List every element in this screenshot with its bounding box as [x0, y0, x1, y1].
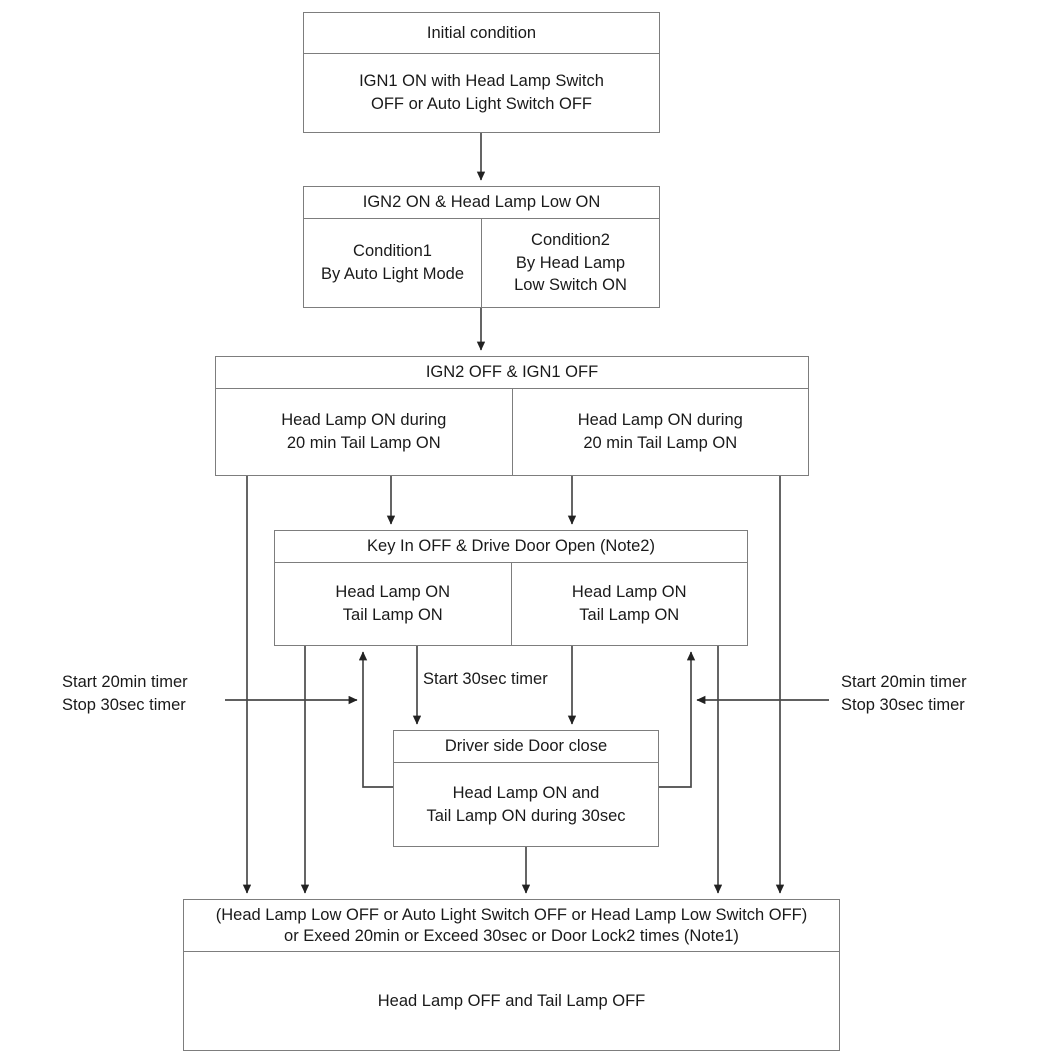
- node-driver-door-close: Driver side Door close Head Lamp ON and …: [393, 730, 659, 847]
- edge-doorclose-right-return: [659, 651, 696, 788]
- node-body: Head Lamp ON and Tail Lamp ON during 30s…: [394, 763, 658, 846]
- cell-line: Head Lamp ON: [335, 583, 451, 602]
- cell-line: 20 min Tail Lamp ON: [286, 434, 441, 452]
- cell-line: Head Lamp ON during: [281, 411, 447, 430]
- cell-line: OFF or Auto Light Switch OFF: [371, 95, 592, 113]
- header-line: or Exeed 20min or Exceed 30sec or Door L…: [284, 926, 739, 945]
- node-ign2-on: IGN2 ON & Head Lamp Low ON Condition1 By…: [303, 186, 660, 308]
- header-line: (Head Lamp Low OFF or Auto Light Switch …: [215, 905, 808, 924]
- node-body: Head Lamp OFF and Tail Lamp OFF: [184, 952, 839, 1050]
- cell-line: Head Lamp ON: [571, 583, 687, 602]
- node-key-in-off: Key In OFF & Drive Door Open (Note2) Hea…: [274, 530, 748, 646]
- node-header: (Head Lamp Low OFF or Auto Light Switch …: [184, 900, 839, 952]
- cell-line: Head Lamp OFF and Tail Lamp OFF: [377, 991, 646, 1010]
- cell-line: Tail Lamp ON: [579, 606, 680, 624]
- cell-line: 20 min Tail Lamp ON: [583, 434, 738, 452]
- node-cell: Head Lamp ON and Tail Lamp ON during 30s…: [394, 763, 658, 846]
- annotation-line: Start 20min timer: [62, 673, 188, 691]
- cell-line: Condition2: [531, 230, 610, 249]
- node-cell: Head Lamp OFF and Tail Lamp OFF: [184, 952, 839, 1050]
- node-header: Initial condition: [304, 13, 659, 54]
- cell-line: Low Switch ON: [514, 276, 627, 295]
- cell-line: Head Lamp ON and: [452, 783, 600, 802]
- node-cell-left: Head Lamp ON during 20 min Tail Lamp ON: [216, 389, 512, 475]
- node-ign2-off: IGN2 OFF & IGN1 OFF Head Lamp ON during …: [215, 356, 809, 476]
- node-body: Head Lamp ON Tail Lamp ON Head Lamp ON T…: [275, 563, 747, 645]
- node-cell: IGN1 ON with Head Lamp Switch OFF or Aut…: [304, 54, 659, 132]
- annotation-line: Stop 30sec timer: [62, 696, 186, 715]
- cell-line: By Auto Light Mode: [320, 265, 465, 283]
- node-header: IGN2 OFF & IGN1 OFF: [216, 357, 808, 389]
- node-initial-condition: Initial condition IGN1 ON with Head Lamp…: [303, 12, 660, 133]
- annotation-line: Stop 30sec timer: [841, 696, 965, 715]
- node-lamps-off: (Head Lamp Low OFF or Auto Light Switch …: [183, 899, 840, 1051]
- node-header: IGN2 ON & Head Lamp Low ON: [304, 187, 659, 219]
- node-cell-right: Head Lamp ON during 20 min Tail Lamp ON: [511, 389, 809, 475]
- node-cell-right: Head Lamp ON Tail Lamp ON: [510, 563, 748, 645]
- cell-line: Condition1: [353, 242, 432, 261]
- node-body: Condition1 By Auto Light Mode Condition2…: [304, 219, 659, 307]
- cell-line: Tail Lamp ON during 30sec: [426, 806, 626, 825]
- annotation-left-timer: Start 20min timer Stop 30sec timer: [62, 671, 188, 718]
- node-body: Head Lamp ON during 20 min Tail Lamp ON …: [216, 389, 808, 475]
- node-header: Key In OFF & Drive Door Open (Note2): [275, 531, 747, 563]
- node-header: Driver side Door close: [394, 731, 658, 763]
- annotation-right-timer: Start 20min timer Stop 30sec timer: [841, 671, 967, 718]
- annotation-line: Start 20min timer: [841, 673, 967, 691]
- cell-line: By Head Lamp: [515, 253, 626, 272]
- cell-line: IGN1 ON with Head Lamp Switch: [359, 72, 604, 91]
- edge-doorclose-left-return: [358, 651, 393, 788]
- node-cell-left: Head Lamp ON Tail Lamp ON: [275, 563, 511, 645]
- node-body: IGN1 ON with Head Lamp Switch OFF or Aut…: [304, 54, 659, 132]
- node-cell-condition2: Condition2 By Head Lamp Low Switch ON: [481, 219, 659, 307]
- annotation-line: Start 30sec timer: [423, 670, 548, 688]
- cell-line: Head Lamp ON during: [577, 411, 743, 430]
- annotation-mid-timer: Start 30sec timer: [423, 668, 548, 691]
- cell-line: Tail Lamp ON: [342, 606, 443, 624]
- node-cell-condition1: Condition1 By Auto Light Mode: [304, 219, 481, 307]
